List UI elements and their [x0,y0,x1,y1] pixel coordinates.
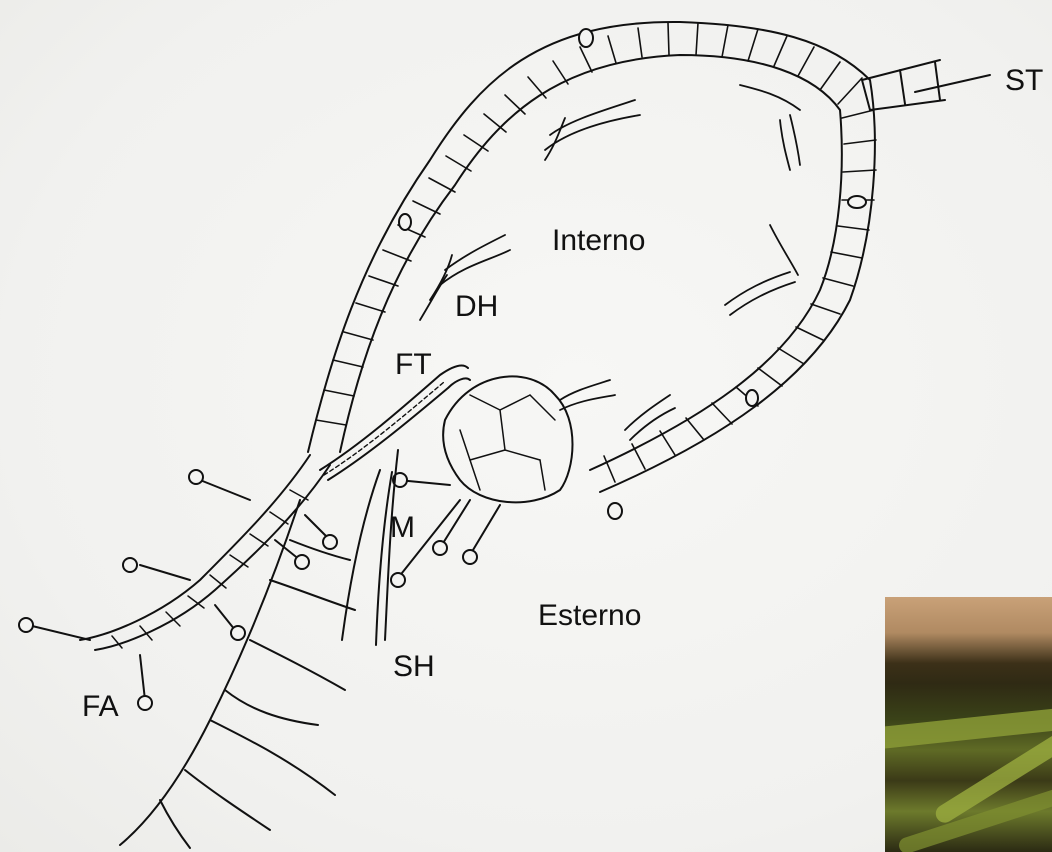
feeding-tube-beads [324,382,444,475]
secondary-hyphae [342,450,398,645]
photo-inset [885,597,1052,852]
trap-ring-inner [340,55,842,470]
main-hypha [80,455,330,650]
stalk [862,60,945,110]
photo-strand [885,706,1052,751]
label-interno: Interno [552,226,645,256]
label-esterno: Esterno [538,601,641,631]
label-m: M [390,513,415,543]
label-st: ST [1005,66,1043,96]
label-sh: SH [393,652,435,682]
bulb-cells [460,395,555,490]
label-dh: DH [455,292,498,322]
branching-hypha [120,500,355,848]
label-fa: FA [82,692,119,722]
label-ft: FT [395,350,432,380]
st-pointer [915,75,990,92]
